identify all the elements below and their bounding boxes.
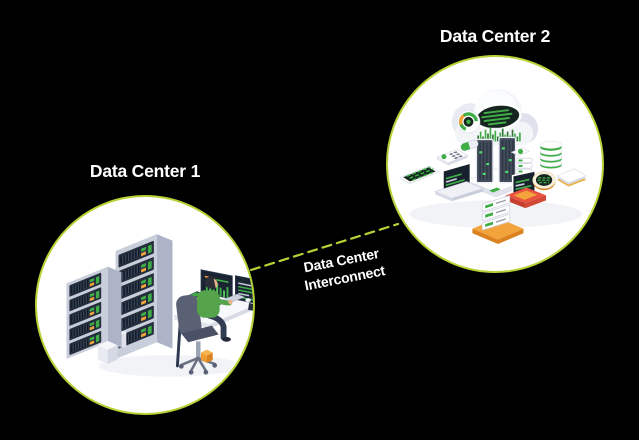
gauge-dial	[456, 110, 481, 134]
floor-shadow	[98, 355, 241, 377]
data-center-1-label: Data Center 1	[89, 161, 201, 181]
calculator-pad	[436, 148, 469, 166]
cloud-data-center-illustration	[398, 89, 588, 245]
laptop-right-red-case	[505, 169, 547, 209]
floor-box	[97, 331, 127, 364]
server-stack-orange-base	[472, 195, 524, 245]
tablet	[398, 165, 440, 185]
data-coin	[532, 171, 556, 191]
server-room-illustration	[66, 234, 253, 377]
laptop-left	[434, 161, 485, 202]
doc-and-discs	[510, 147, 533, 174]
interconnect-label: Data Center Interconnect	[285, 241, 402, 298]
server-towers	[465, 136, 527, 198]
data-center-2-label: Data Center 2	[439, 26, 551, 46]
paper-stack	[556, 168, 588, 187]
server-rack-1	[66, 266, 122, 359]
person-operator	[197, 276, 233, 342]
code-screen-oval	[474, 103, 522, 131]
data-center-1-circle	[35, 195, 255, 415]
server-rack-2	[115, 234, 173, 359]
database-stack	[539, 140, 563, 169]
capsule-drive	[460, 139, 479, 152]
data-center-2-circle	[386, 55, 604, 273]
